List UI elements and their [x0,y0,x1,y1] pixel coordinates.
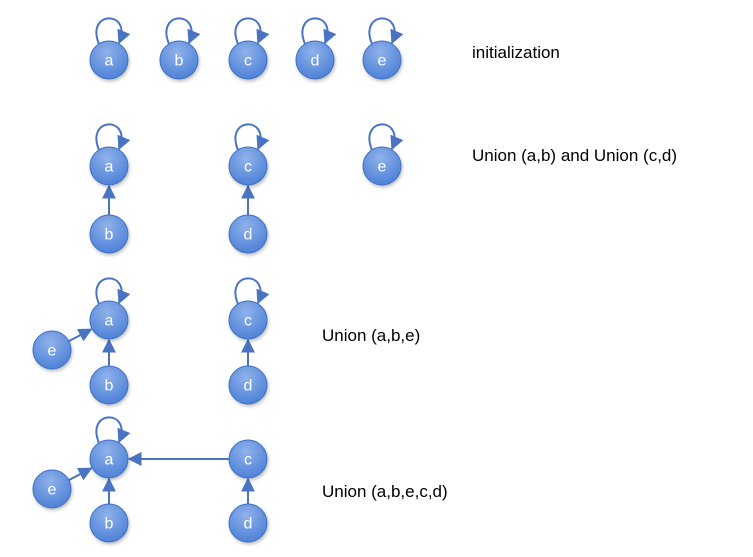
node-circle-b [89,503,129,543]
node-label-c: c [244,452,252,469]
step-3-caption: Union (a,b,e) [322,326,421,345]
self-loop-a [95,277,131,305]
node-label-d: d [311,53,320,70]
node-label-b: b [105,378,114,395]
node-label-b: b [175,53,184,70]
node-b: b [89,214,129,254]
node-label-b: b [105,516,114,533]
node-circle-d [228,214,268,254]
node-circle-e [362,40,402,80]
edge-e-to-a [68,467,93,482]
step-4-graph: a c e b d [32,416,268,543]
node-label-d: d [244,516,253,533]
node-c: c [228,277,270,340]
step-2-graph: a c e b d [89,123,404,254]
node-circle-e [32,469,72,509]
node-d: d [228,503,268,543]
node-label-d: d [244,378,253,395]
self-loop-a [95,416,131,444]
step-3-graph: a c e b d [32,277,270,405]
node-d: d [228,365,268,405]
node-label-b: b [105,227,114,244]
node-label-e: e [378,53,387,70]
node-circle-c [228,40,268,80]
node-d: d [295,17,337,80]
node-circle-a [89,300,129,340]
edge-e-to-a [68,328,93,343]
node-label-a: a [105,313,114,330]
self-loop-d [301,17,337,45]
self-loop-c [234,17,270,45]
node-circle-c [228,146,268,186]
self-loop-a [95,17,131,45]
node-e: e [362,17,404,80]
node-b: b [89,503,129,543]
node-label-d: d [244,227,253,244]
node-label-c: c [244,159,252,176]
node-circle-a [89,439,129,479]
node-label-c: c [244,313,252,330]
node-circle-d [228,503,268,543]
node-label-a: a [105,452,114,469]
node-e: e [362,123,404,186]
node-circle-a [89,40,129,80]
node-d: d [228,214,268,254]
node-label-e: e [48,343,57,360]
node-circle-c [228,439,268,479]
node-b: b [89,365,129,405]
node-c: c [228,439,268,479]
node-c: c [228,17,270,80]
node-e: e [32,330,72,370]
self-loop-b [165,17,201,45]
self-loop-c [234,123,270,151]
node-circle-d [295,40,335,80]
node-circle-b [89,365,129,405]
node-label-e: e [378,159,387,176]
node-e: e [32,469,72,509]
node-a: a [89,277,131,340]
self-loop-a [95,123,131,151]
node-a: a [89,416,131,479]
step-2-caption: Union (a,b) and Union (c,d) [472,146,678,165]
node-label-e: e [48,482,57,499]
node-label-c: c [244,53,252,70]
node-label-a: a [105,159,114,176]
step-4-caption: Union (a,b,e,c,d) [322,482,448,501]
node-c: c [228,123,270,186]
node-circle-a [89,146,129,186]
node-a: a [89,123,131,186]
self-loop-e [368,17,404,45]
node-circle-e [362,146,402,186]
node-circle-e [32,330,72,370]
self-loop-c [234,277,270,305]
node-circle-b [159,40,199,80]
node-a: a [89,17,131,80]
step-1-caption: initialization [472,43,560,62]
self-loop-e [368,123,404,151]
node-b: b [159,17,201,80]
node-label-a: a [105,53,114,70]
node-circle-d [228,365,268,405]
node-circle-c [228,300,268,340]
node-circle-b [89,214,129,254]
step-1-graph: a b c d e [89,17,404,80]
